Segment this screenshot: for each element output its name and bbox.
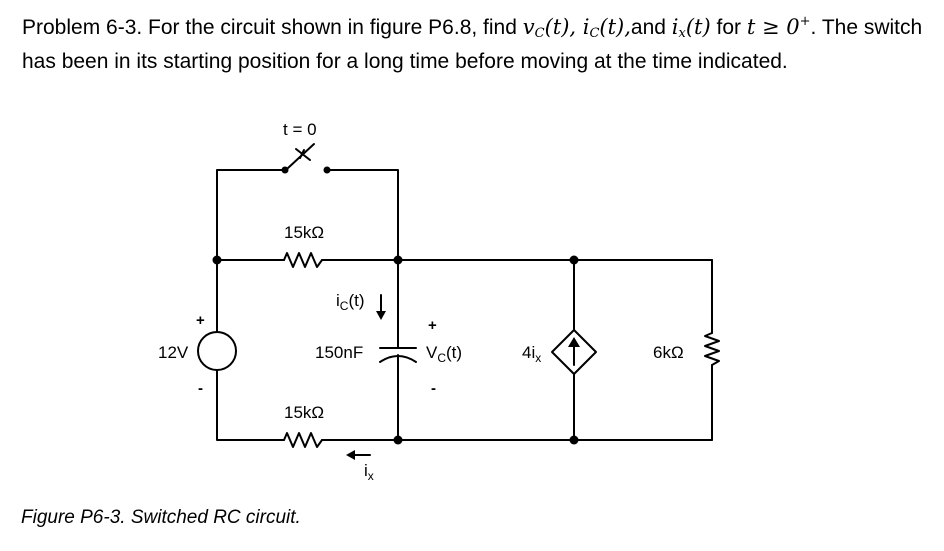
ix-arrow-head (346, 450, 355, 460)
vc-label: VC(t) (426, 343, 462, 365)
cap-label: 150nF (315, 343, 363, 362)
problem-lead: Problem 6-3. For the circuit shown in fi… (22, 16, 523, 39)
wire-switch-right (327, 169, 399, 261)
ic-label: iC(t) (336, 291, 365, 313)
figure-caption: Figure P6-3. Switched RC circuit. (21, 507, 301, 528)
dep-source-label: 4ix (522, 343, 541, 365)
junction-dot (393, 435, 403, 445)
wire-left-lower (216, 370, 285, 441)
junction-dot (212, 255, 222, 265)
ix-label: ix (364, 461, 374, 483)
r-bottom-label: 15kΩ (284, 403, 324, 422)
voltage-source (197, 331, 237, 371)
problem-tail: . The switch has been in its starting po… (22, 16, 923, 73)
problem-statement: Problem 6-3. For the circuit shown in fi… (22, 8, 927, 76)
switch-arrow-mark (295, 148, 311, 161)
r-right-label: 6kΩ (653, 343, 684, 362)
resistor-top (283, 252, 323, 268)
switch-contact-left (281, 166, 289, 174)
resistor-bottom (283, 432, 323, 448)
wire-left-upper (216, 169, 285, 261)
vc-symbol: vC(t), (522, 15, 583, 41)
junction-dot (569, 255, 579, 265)
ic-arrow-head (376, 311, 386, 320)
for-word: for (710, 16, 747, 39)
ix-symbol: ix(t) (671, 15, 711, 41)
junction-dot (569, 435, 579, 445)
and-word: and (630, 16, 672, 39)
vc-plus: + (428, 317, 437, 334)
source-minus: - (198, 380, 203, 397)
vc-minus: - (431, 380, 436, 397)
junction-dot (393, 255, 403, 265)
ic-symbol: iC(t), (582, 15, 631, 41)
resistor-right (704, 332, 720, 366)
switch-contact-right (323, 166, 331, 174)
switch-label: t = 0 (283, 120, 317, 139)
source-plus: + (196, 312, 205, 329)
r-top-label: 15kΩ (284, 223, 324, 242)
dep-arrow-head (568, 337, 580, 347)
time-condition: t ≥ 0+ (746, 14, 811, 39)
source-label: 12V (158, 343, 189, 362)
